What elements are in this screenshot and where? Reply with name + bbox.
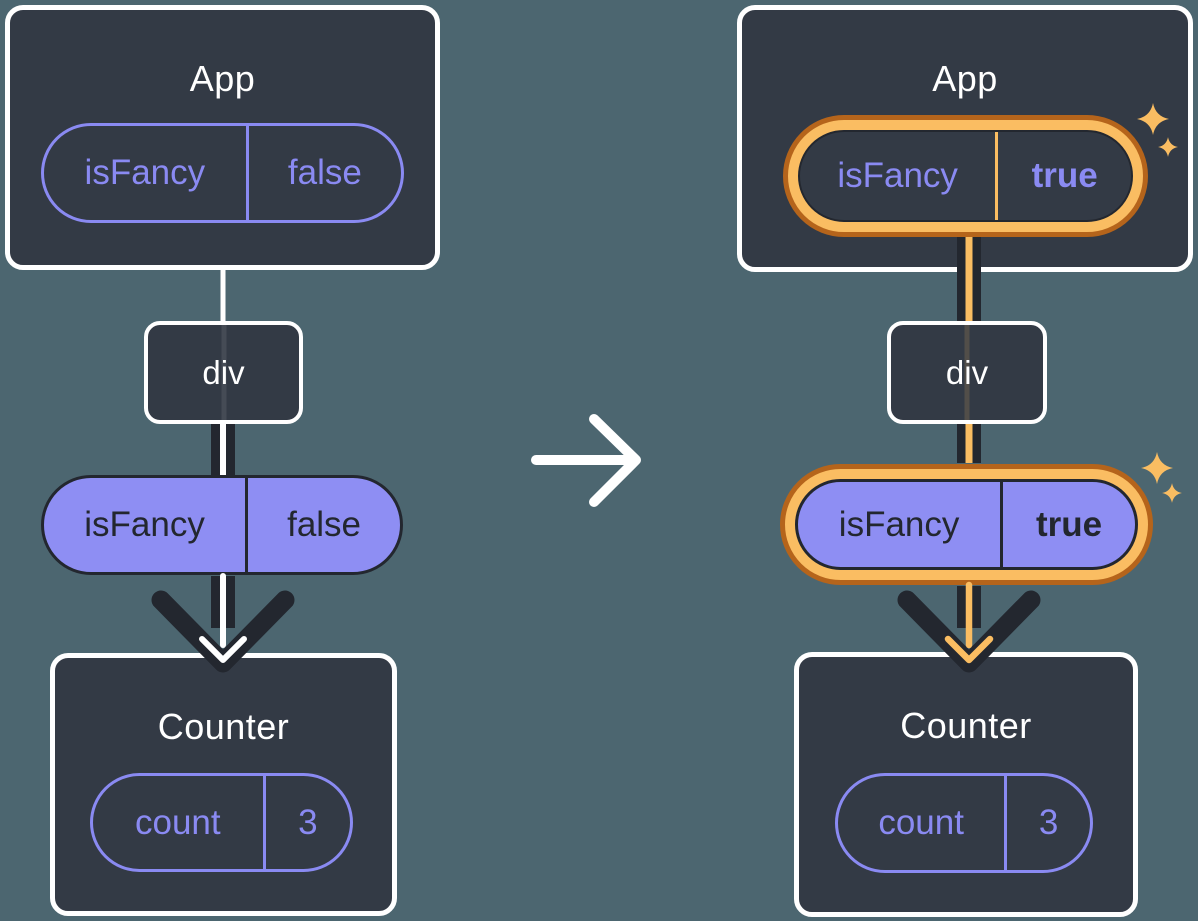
sparkle-icon <box>1162 483 1182 503</box>
pill-divider <box>1004 776 1008 870</box>
counter-card-title: Counter <box>157 706 290 747</box>
app-state-pill: isFancy true <box>798 130 1133 222</box>
pill-divider <box>1000 482 1004 567</box>
counter-state-pill: count 3 <box>90 773 353 872</box>
pass-through-stripe <box>221 325 226 420</box>
prop-flow-arrow-before <box>151 573 295 673</box>
counter-card-title: Counter <box>900 705 1032 746</box>
state-key: count <box>878 803 964 842</box>
pill-divider <box>245 478 249 572</box>
app-state-pill: isFancy false <box>41 123 404 223</box>
pill-divider <box>245 126 249 220</box>
state-key: isFancy <box>84 153 206 192</box>
pill-divider <box>262 776 266 869</box>
sparkle-icon <box>1141 452 1173 484</box>
div-tag-label: div <box>202 353 245 391</box>
div-tag: div <box>887 321 1047 424</box>
highlighted-prop-ring: isFancy true <box>780 464 1153 585</box>
state-value: 3 <box>1038 803 1059 842</box>
pass-through-stripe <box>964 325 970 420</box>
state-key: isFancy <box>837 156 958 195</box>
prop-value: false <box>287 505 362 544</box>
state-value: true <box>1031 156 1098 195</box>
div-tag-label: div <box>945 353 989 391</box>
highlighted-state-ring: isFancy true <box>783 115 1148 237</box>
state-value: false <box>287 153 362 192</box>
state-key: count <box>134 802 221 842</box>
prop-value: true <box>1036 504 1103 544</box>
counter-state-pill: count 3 <box>835 773 1093 873</box>
prop-key: isFancy <box>84 505 205 544</box>
transition-arrow-icon <box>531 414 641 507</box>
div-tag: div <box>144 321 303 424</box>
prop-key: isFancy <box>838 504 960 544</box>
state-value: 3 <box>298 802 318 842</box>
app-card-title: App <box>189 58 256 99</box>
app-card-title: App <box>932 58 998 99</box>
prop-pill: isFancy true <box>795 479 1138 570</box>
pill-divider <box>995 132 999 220</box>
prop-pill: isFancy false <box>41 475 403 575</box>
